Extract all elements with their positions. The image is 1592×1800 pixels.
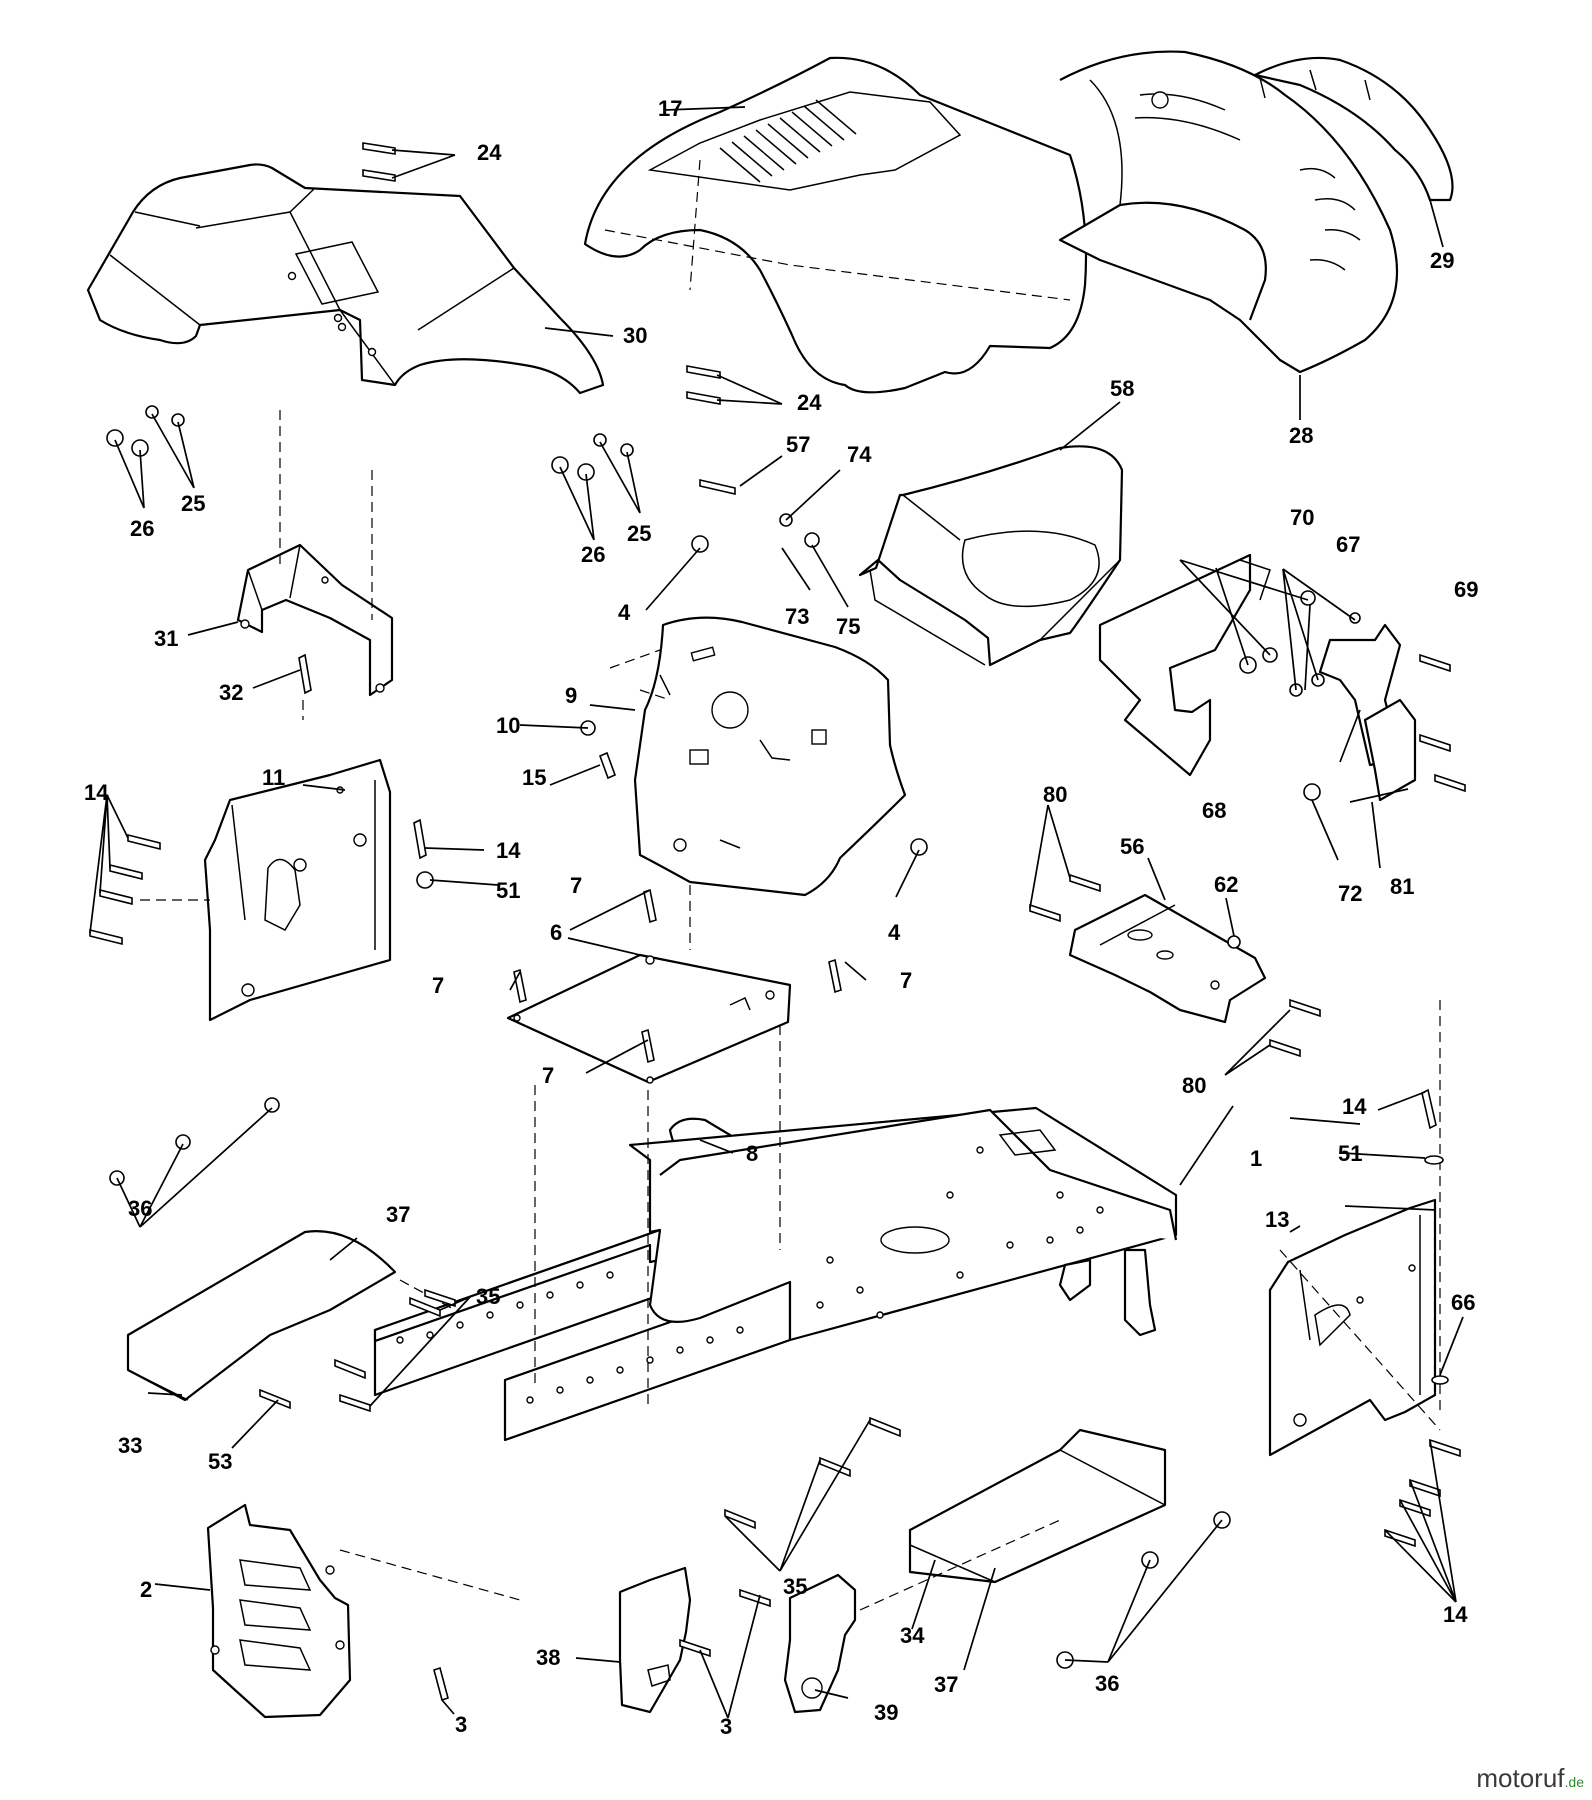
watermark-logo: motoruf.de — [1476, 1763, 1584, 1794]
callout-58: 58 — [1110, 376, 1134, 401]
dash-panel — [609, 616, 907, 897]
callout-51-left: 51 — [496, 878, 520, 903]
callout-7-right: 7 — [900, 968, 912, 993]
callout-14-top-right: 14 — [1342, 1094, 1367, 1119]
assembly-lines — [140, 410, 1441, 1611]
callout-6: 6 — [550, 920, 562, 945]
callout-25-right: 25 — [627, 521, 651, 546]
callout-26-right: 26 — [581, 542, 605, 567]
callout-37-left: 37 — [386, 1202, 410, 1227]
callout-35-bottom: 35 — [783, 1574, 807, 1599]
callout-25-left: 25 — [181, 491, 205, 516]
callout-14-bottom-right: 14 — [1443, 1602, 1468, 1627]
callout-14-left: 14 — [84, 780, 109, 805]
callout-81: 81 — [1390, 874, 1414, 899]
callout-29: 29 — [1430, 248, 1454, 273]
steering-plate — [1068, 893, 1267, 1024]
callout-80-top: 80 — [1043, 782, 1067, 807]
callout-32: 32 — [219, 680, 243, 705]
callout-4-lower: 4 — [888, 920, 901, 945]
callout-7-bottom: 7 — [542, 1063, 554, 1088]
callout-17: 17 — [658, 96, 682, 121]
callout-75: 75 — [836, 614, 860, 639]
callout-28: 28 — [1289, 423, 1313, 448]
callout-13: 13 — [1265, 1207, 1289, 1232]
side-panel-right — [1268, 1198, 1437, 1457]
callout-26-left: 26 — [130, 516, 154, 541]
callout-57: 57 — [786, 432, 810, 457]
hardware — [89, 142, 1466, 1702]
callout-56: 56 — [1120, 834, 1144, 859]
callout-35-left: 35 — [476, 1284, 500, 1309]
leader-lines — [89, 106, 1464, 1719]
watermark-suffix: .de — [1564, 1774, 1584, 1790]
callout-labels: 1 2 3 3 4 4 6 7 7 7 7 8 9 10 11 13 14 14… — [84, 96, 1478, 1739]
hood — [583, 56, 1088, 394]
callout-80-bottom: 80 — [1182, 1073, 1206, 1098]
callout-33: 33 — [118, 1433, 142, 1458]
callout-24-top: 24 — [477, 140, 502, 165]
callout-69: 69 — [1454, 577, 1478, 602]
main-frame — [373, 1106, 1178, 1442]
callout-37-right: 37 — [934, 1672, 958, 1697]
callout-9: 9 — [565, 683, 577, 708]
callout-14-middle: 14 — [496, 838, 521, 863]
callout-3-right: 3 — [720, 1714, 732, 1739]
callout-15: 15 — [522, 765, 546, 790]
callout-68: 68 — [1202, 798, 1226, 823]
callout-11: 11 — [262, 765, 285, 790]
engine-shroud — [858, 445, 1124, 667]
callout-8: 8 — [746, 1141, 758, 1166]
callout-38: 38 — [536, 1645, 560, 1670]
callout-3-left: 3 — [455, 1712, 467, 1737]
callout-36-left: 36 — [128, 1196, 152, 1221]
callout-10: 10 — [496, 713, 520, 738]
side-panel-left — [203, 758, 392, 1022]
watermark-brand: motoruf — [1476, 1763, 1565, 1793]
callout-7-left: 7 — [432, 973, 444, 998]
callout-74: 74 — [847, 442, 872, 467]
callout-53: 53 — [208, 1449, 232, 1474]
callout-4-upper: 4 — [618, 600, 631, 625]
callout-24-right: 24 — [797, 390, 822, 415]
callout-36-right: 36 — [1095, 1671, 1119, 1696]
callout-2: 2 — [140, 1577, 152, 1602]
callout-72: 72 — [1338, 881, 1362, 906]
callout-30: 30 — [623, 323, 647, 348]
rear-fender — [86, 163, 605, 395]
fender-bracket — [236, 543, 394, 697]
callout-7-top: 7 — [570, 873, 582, 898]
callout-1: 1 — [1250, 1146, 1262, 1171]
callout-51-right: 51 — [1338, 1141, 1362, 1166]
callout-67: 67 — [1336, 532, 1360, 557]
grille-housing — [1058, 50, 1399, 374]
callout-73: 73 — [785, 604, 809, 629]
callout-70: 70 — [1290, 505, 1314, 530]
front-plate — [206, 1503, 352, 1719]
mounting-plate — [506, 953, 792, 1084]
callout-34: 34 — [900, 1623, 925, 1648]
lower-bracket-right — [783, 1573, 857, 1714]
callout-62: 62 — [1214, 872, 1238, 897]
callout-66: 66 — [1451, 1290, 1475, 1315]
callout-31: 31 — [154, 626, 178, 651]
footrest-right — [908, 1428, 1167, 1584]
pivot-bracket — [1098, 553, 1417, 802]
callout-39: 39 — [874, 1700, 898, 1725]
grille-trim — [1253, 56, 1454, 202]
